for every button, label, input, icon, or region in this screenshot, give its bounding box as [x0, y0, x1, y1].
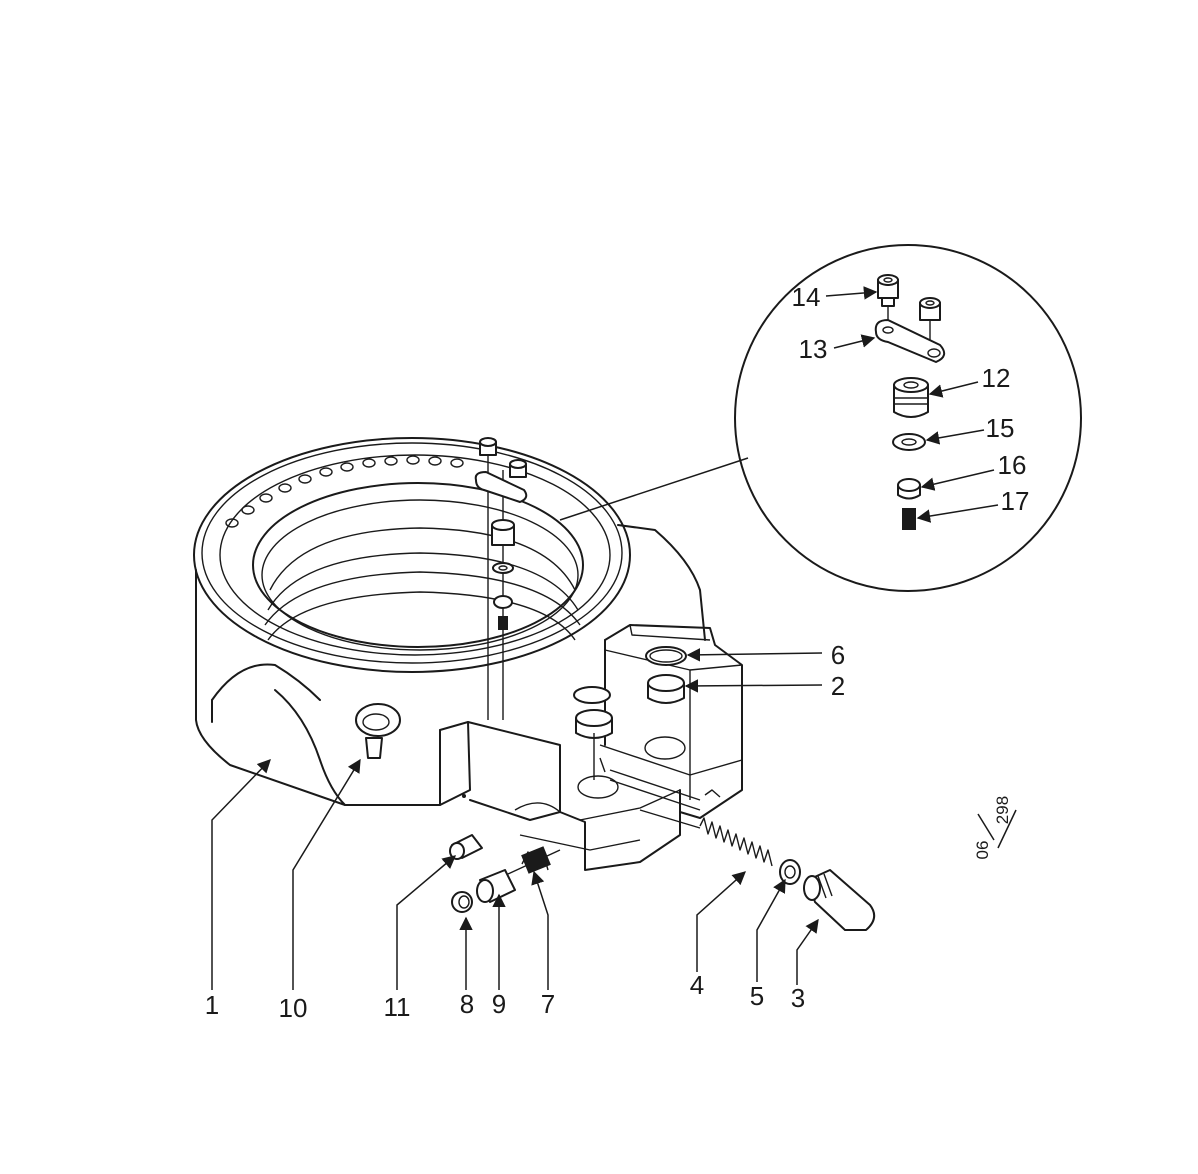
callout-5: 5 [750, 981, 764, 1011]
callout-2: 2 [831, 671, 845, 701]
housing-body [193, 437, 706, 806]
callout-12: 12 [982, 363, 1011, 393]
part-5-washer [779, 859, 801, 885]
doc-ref-top: 06 [973, 841, 992, 860]
part-4-spring [639, 809, 773, 867]
drawing-reference: 06 298 [973, 796, 1012, 860]
part-3-cap-screw [803, 869, 876, 931]
callout-9: 9 [492, 989, 506, 1019]
block-mark [462, 794, 466, 798]
part-8-cap [451, 891, 473, 913]
callout-7: 7 [541, 989, 555, 1019]
callout-8: 8 [460, 989, 474, 1019]
callout-17: 17 [1001, 486, 1030, 516]
callout-1: 1 [205, 990, 219, 1020]
part-7-spring [521, 846, 551, 874]
callout-16: 16 [998, 450, 1027, 480]
part-2-plunger [647, 674, 685, 704]
callout-11: 11 [384, 992, 411, 1022]
callout-15: 15 [986, 413, 1015, 443]
callout-3: 3 [791, 983, 805, 1013]
callout-10: 10 [279, 993, 308, 1023]
rim-hole-pattern [225, 455, 464, 528]
plunger-left [573, 686, 613, 780]
callout-4: 4 [690, 970, 704, 1000]
doc-ref-bottom: 298 [993, 796, 1012, 824]
doc-ref-slash [997, 809, 1017, 849]
part-6-seal-ring [645, 646, 687, 666]
leader-lines [211, 286, 999, 990]
callout-13: 13 [799, 334, 828, 364]
callout-6: 6 [831, 640, 845, 670]
callout-14: 14 [792, 282, 821, 312]
slide-block [439, 624, 743, 871]
part-10-fitting [355, 703, 401, 759]
clamp-stack-on-housing [474, 437, 528, 720]
detail-magnifier [559, 244, 1082, 592]
part-11-bushing [449, 834, 483, 860]
